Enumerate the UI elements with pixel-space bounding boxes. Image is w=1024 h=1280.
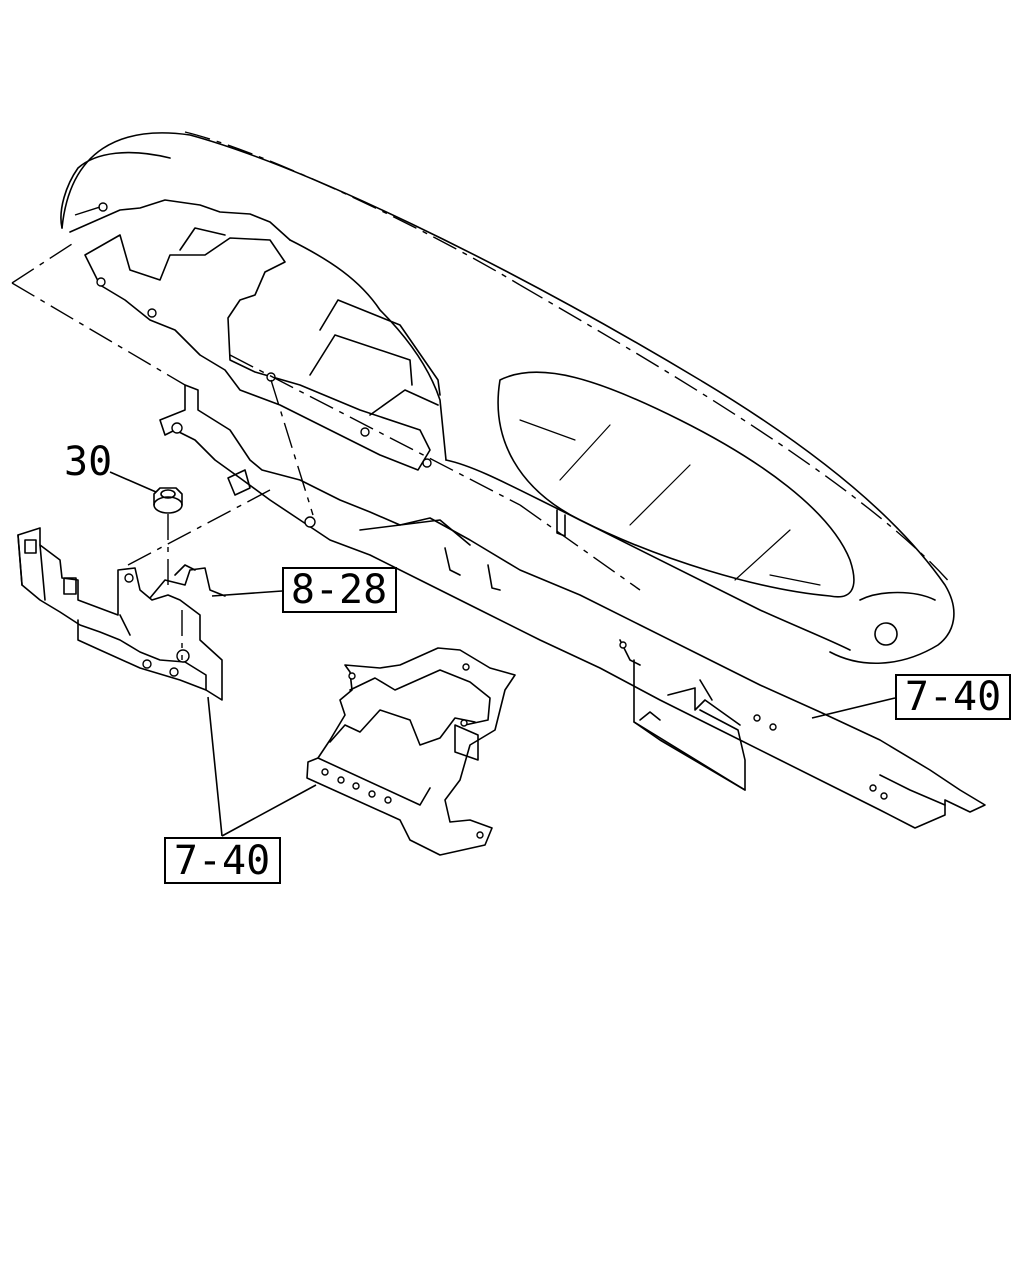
callout-30: 30 — [64, 439, 112, 485]
callout-8-28-text: 8-28 — [291, 567, 387, 613]
alignment-lines — [11, 131, 953, 660]
steering-support-bracket — [306, 647, 516, 856]
cross-car-beam — [159, 384, 986, 829]
callout-7-40-right: 7-40 — [895, 674, 1011, 720]
callout-7-40-left: 7-40 — [164, 837, 281, 884]
instrument-panel — [60, 132, 955, 665]
flange-nut — [153, 487, 183, 514]
leader-lines — [109, 471, 896, 837]
callout-7-40-right-text: 7-40 — [905, 674, 1001, 720]
mounting-bracket — [17, 527, 226, 701]
callout-8-28: 8-28 — [282, 567, 397, 613]
callout-7-40-left-text: 7-40 — [174, 838, 270, 884]
callout-30-text: 30 — [64, 439, 112, 485]
